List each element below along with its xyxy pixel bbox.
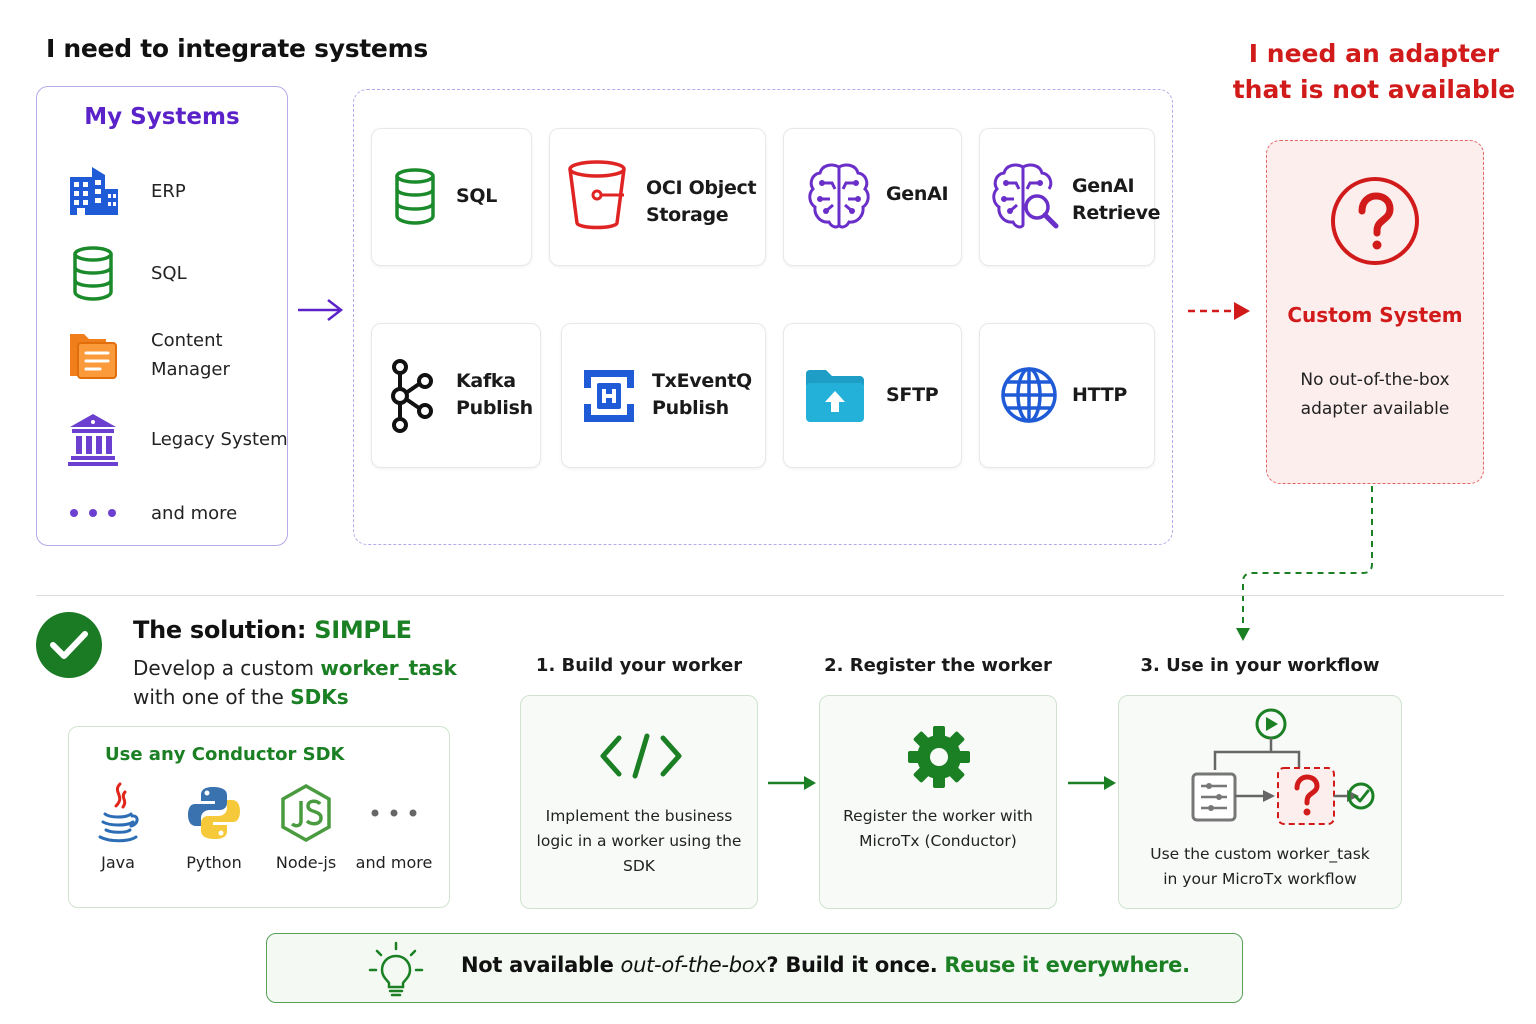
sdk-panel: Use any Conductor SDK Java [68,726,450,908]
adapter-card-sftp[interactable]: SFTP [783,323,962,468]
tip-highlight: Reuse it everywhere. [944,953,1190,977]
queue-icon [582,368,636,424]
solution-title: The solution: SIMPLE [133,616,412,644]
system-label: and more [151,502,238,524]
adapter-label: TxEventQ Publish [652,370,752,419]
tip-middle: ? Build it once. [766,953,945,977]
missing-adapter-arrow [1186,296,1254,330]
step-1-description: Implement the business logic in a worker… [536,807,742,875]
sdk-label: and more [355,853,433,872]
system-item-content-manager: Content Manager [65,325,295,385]
gear-icon [906,724,972,794]
kafka-icon [388,358,434,434]
system-item-legacy: Legacy System [65,409,295,469]
globe-icon [1000,366,1058,424]
database-icon [392,167,438,225]
lightbulb-icon [367,940,425,1002]
document-folder-icon [65,327,121,383]
python-icon [169,783,259,843]
sdk-item-java: Java [73,782,163,872]
solution-line1-highlight: worker_task [320,656,457,680]
flow-arrow [296,296,344,328]
brain-search-icon [992,161,1060,231]
solution-subtitle: Develop a custom worker_task with one of… [133,654,457,712]
my-systems-title: My Systems [84,104,240,130]
tip-banner: Not available out-of-the-box? Build it o… [266,933,1243,1003]
step-2-card: Register the worker with MicroTx (Conduc… [819,695,1057,909]
adapter-card-kafka-publish[interactable]: Kafka Publish [371,323,541,468]
system-item-sql: SQL [65,243,295,303]
tip-italic: out-of-the-box [620,953,767,977]
solution-line2-prefix: with one of the [133,685,291,709]
workflow-icon [1153,708,1375,844]
solution-line2-highlight: SDKs [290,685,349,709]
custom-system-description: No out-of-the-box adapter available [1300,370,1450,419]
adapter-label: SFTP [886,384,939,406]
sdk-title: Use any Conductor SDK [105,744,345,765]
page-title: I need to integrate systems [46,34,428,63]
step-1-card: Implement the business logic in a worker… [520,695,758,909]
adapter-label: GenAI [886,183,949,205]
java-icon [73,782,163,843]
step-arrow [766,772,818,798]
adapter-label: SQL [456,185,498,207]
custom-system-card: Custom System No out-of-the-box adapter … [1266,140,1484,484]
adapter-card-genai[interactable]: GenAI [783,128,962,266]
step-3-description: Use the custom worker_task in your Micro… [1150,845,1370,888]
tip-message: Not available out-of-the-box? Build it o… [461,953,1190,977]
system-item-more: and more [65,483,295,543]
database-icon [65,245,121,301]
adapter-card-oci-object-storage[interactable]: OCI Object Storage [549,128,766,266]
more-dots-icon [349,783,439,843]
sdk-label: Node-js [275,853,337,872]
step-1-heading: 1. Build your worker [535,655,743,676]
system-label: SQL [151,262,187,284]
system-label: ERP [151,180,186,202]
folder-upload-icon [804,368,866,424]
solution-connector [1232,484,1382,648]
adapter-problem-heading: I need an adapter that is not available [1232,39,1516,104]
solution-line1-prefix: Develop a custom [133,656,321,680]
sdk-label: Python [186,853,242,872]
bank-icon [65,411,121,467]
adapter-card-genai-retrieve[interactable]: GenAI Retrieve [979,128,1161,266]
my-systems-panel: My Systems ERP [36,86,288,546]
adapter-card-sql[interactable]: SQL [371,128,532,266]
sdk-item-more: and more [349,783,439,872]
system-label: Legacy System [151,428,288,450]
adapter-label: Kafka Publish [456,370,533,419]
adapter-catalog-panel: SQL OCI Object Storage [353,89,1173,545]
step-2-heading: 2. Register the worker [824,655,1052,676]
solution-title-prefix: The solution: [133,616,315,644]
bucket-icon [566,159,628,233]
more-dots-icon [65,485,121,541]
brain-icon [806,161,872,231]
sdk-item-python: Python [169,783,259,872]
step-3-card: Use the custom worker_task in your Micro… [1118,695,1402,909]
adapter-label: OCI Object Storage [646,177,757,226]
nodejs-icon [261,783,351,843]
adapter-card-http[interactable]: HTTP [979,323,1155,468]
system-item-erp: ERP [65,161,295,221]
adapter-card-txeventq-publish[interactable]: TxEventQ Publish [561,323,766,468]
step-arrow [1066,772,1118,798]
check-circle-icon [36,612,102,678]
tip-prefix: Not available [461,953,621,977]
building-icon [65,163,121,219]
system-label: Content Manager [151,330,230,380]
step-2-description: Register the worker with MicroTx (Conduc… [843,807,1033,850]
sdk-label: Java [101,853,135,872]
adapter-label: GenAI Retrieve [1072,175,1161,224]
solution-title-highlight: SIMPLE [314,616,412,644]
adapter-label: HTTP [1072,384,1127,406]
code-icon [599,732,683,784]
question-circle-icon [1329,175,1421,271]
custom-system-title: Custom System [1287,303,1463,327]
section-divider [36,595,1504,596]
sdk-item-nodejs: Node-js [261,783,351,872]
step-3-heading: 3. Use in your workflow [1140,655,1380,676]
